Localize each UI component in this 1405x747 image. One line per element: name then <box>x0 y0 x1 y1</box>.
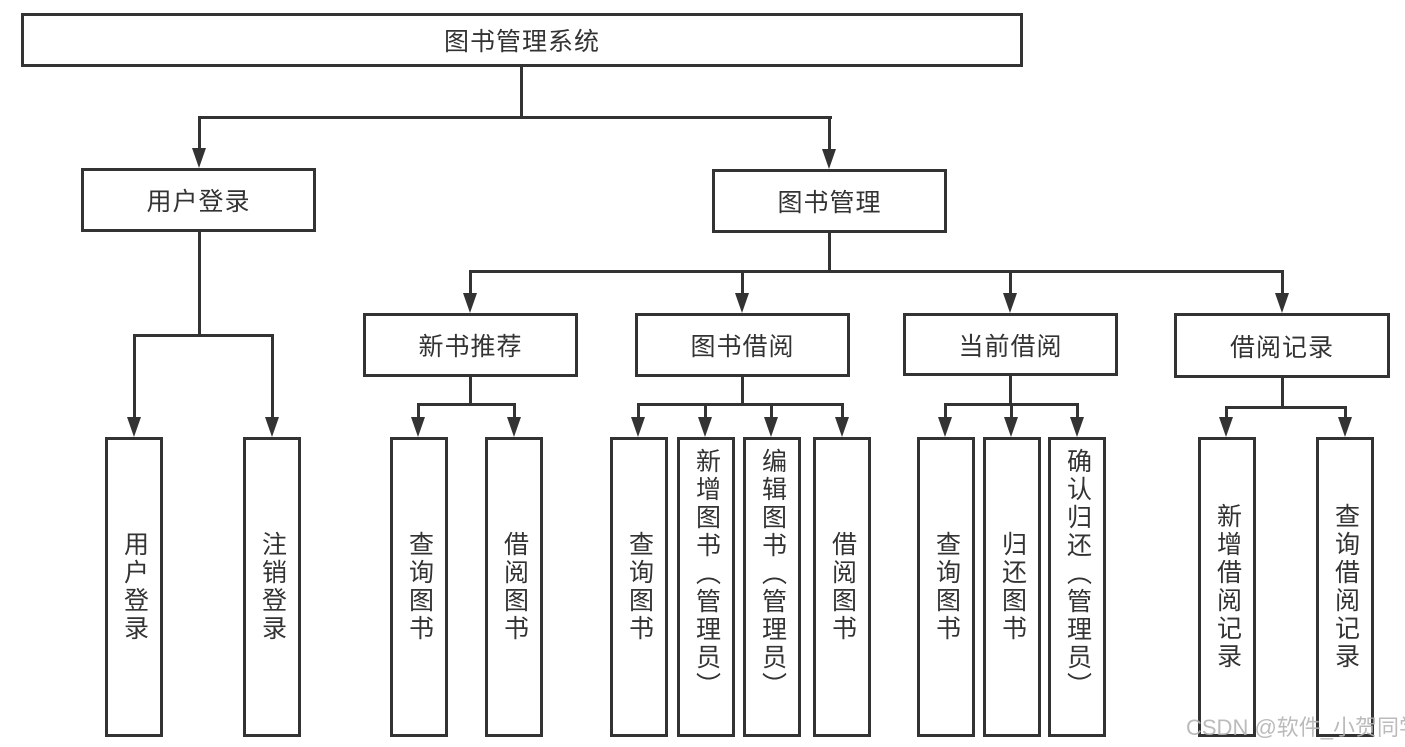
leaf-label: 借阅图书 <box>828 531 857 643</box>
arrow-down-icon <box>938 417 952 437</box>
leaf-label: 查询借阅记录 <box>1331 503 1360 671</box>
leaf-borrow-books: 借阅图书 <box>485 437 543 737</box>
arrow-down-icon <box>631 417 645 437</box>
connector-line <box>133 334 136 418</box>
arrow-down-icon <box>764 417 778 437</box>
connector-line <box>741 270 744 294</box>
arrow-down-icon <box>1275 293 1289 313</box>
connector-line <box>1009 270 1012 294</box>
leaf-label: 新增图书（管理员） <box>692 448 721 700</box>
arrow-down-icon <box>822 149 836 169</box>
leaf-label: 用户登录 <box>120 531 149 643</box>
leaf-user-login: 用户登录 <box>105 437 163 737</box>
leaf-label: 借阅图书 <box>500 531 529 643</box>
connector-line <box>1009 376 1012 405</box>
arrow-down-icon <box>1338 417 1352 437</box>
connector-line <box>513 403 516 419</box>
connector-line <box>198 116 832 119</box>
arrow-down-icon <box>265 417 279 437</box>
node-user-login: 用户登录 <box>81 168 316 232</box>
connector-line <box>520 67 523 119</box>
leaf-add-book-admin: 新增图书（管理员） <box>677 437 735 737</box>
connector-line <box>198 116 201 150</box>
connector-line <box>469 270 472 294</box>
connector-line <box>637 403 640 419</box>
arrow-down-icon <box>1004 417 1018 437</box>
leaf-edit-book-admin: 编辑图书（管理员） <box>743 437 801 737</box>
node-label: 图书借阅 <box>690 333 795 361</box>
arrow-down-icon <box>192 148 206 168</box>
leaf-query-books: 查询图书 <box>390 437 448 737</box>
node-label: 借阅记录 <box>1229 333 1334 362</box>
connector-line <box>637 403 844 406</box>
arrow-down-icon <box>411 417 425 437</box>
leaf-label: 编辑图书（管理员） <box>758 448 787 700</box>
connector-line <box>1225 406 1228 419</box>
connector-line <box>770 403 773 419</box>
connector-line <box>828 116 831 150</box>
node-book-management: 图书管理 <box>712 169 947 233</box>
connector-line <box>1225 406 1347 409</box>
connector-line <box>1281 378 1284 408</box>
node-current-borrowing: 当前借阅 <box>903 313 1118 376</box>
node-library-management-system: 图书管理系统 <box>21 13 1023 67</box>
connector-line <box>944 403 947 419</box>
connector-line <box>741 377 744 405</box>
arrow-down-icon <box>127 417 141 437</box>
connector-line <box>1010 403 1013 419</box>
leaf-label: 查询图书 <box>932 531 961 643</box>
leaf-query-borrow-record: 查询借阅记录 <box>1316 437 1374 737</box>
arrow-down-icon <box>1070 417 1084 437</box>
connector-line <box>469 377 472 405</box>
leaf-label: 确认归还（管理员） <box>1063 448 1092 700</box>
arrow-down-icon <box>1219 417 1233 437</box>
connector-line <box>469 270 1283 273</box>
node-label: 图书管理系统 <box>443 28 600 56</box>
leaf-query-books: 查询图书 <box>917 437 975 737</box>
leaf-logout: 注销登录 <box>243 437 301 737</box>
leaf-label: 归还图书 <box>998 531 1027 643</box>
connector-line <box>704 403 707 419</box>
connector-line <box>133 334 274 337</box>
leaf-label: 查询图书 <box>405 531 434 643</box>
leaf-label: 查询图书 <box>625 531 654 643</box>
arrow-down-icon <box>1003 293 1017 313</box>
leaf-confirm-return-admin: 确认归还（管理员） <box>1048 437 1106 737</box>
arrow-down-icon <box>507 417 521 437</box>
connector-line <box>1344 406 1347 419</box>
node-borrowing-records: 借阅记录 <box>1174 313 1390 378</box>
connector-line <box>417 403 516 406</box>
node-book-borrowing: 图书借阅 <box>635 313 850 377</box>
connector-line <box>828 233 831 273</box>
leaf-query-books: 查询图书 <box>610 437 668 737</box>
node-label: 图书管理 <box>777 189 882 217</box>
csdn-watermark: CSDN @软件_小贺同学 <box>1186 715 1405 740</box>
leaf-label: 注销登录 <box>258 531 287 643</box>
arrow-down-icon <box>835 417 849 437</box>
connector-line <box>841 403 844 419</box>
connector-line <box>417 403 420 419</box>
leaf-label: 新增借阅记录 <box>1213 503 1242 671</box>
node-label: 当前借阅 <box>958 332 1063 361</box>
node-new-book-recommend: 新书推荐 <box>363 313 578 377</box>
leaf-borrow-books: 借阅图书 <box>813 437 871 737</box>
connector-line <box>198 232 201 336</box>
arrow-down-icon <box>735 293 749 313</box>
leaf-return-book: 归还图书 <box>983 437 1041 737</box>
arrow-down-icon <box>463 293 477 313</box>
arrow-down-icon <box>698 417 712 437</box>
leaf-add-borrow-record: 新增借阅记录 <box>1198 437 1256 737</box>
node-label: 新书推荐 <box>418 333 523 361</box>
node-label: 用户登录 <box>146 188 251 216</box>
connector-line <box>1281 270 1284 294</box>
connector-line <box>271 334 274 418</box>
connector-line <box>1076 403 1079 419</box>
